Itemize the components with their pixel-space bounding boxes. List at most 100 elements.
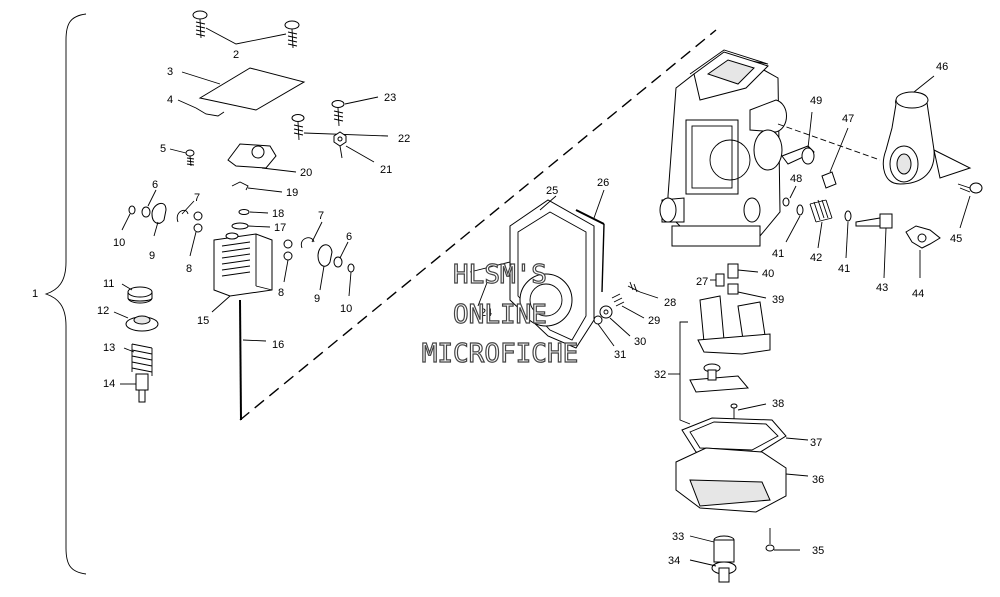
callout-26: 26 <box>597 177 609 189</box>
screw-part-5 <box>169 148 195 167</box>
watermark-line-2: ONLINE <box>453 300 547 330</box>
callout-18: 18 <box>272 208 284 220</box>
nut-part-11 <box>121 283 153 304</box>
callout-12: 12 <box>97 305 109 317</box>
washer-part-10b <box>347 263 355 297</box>
callout-32: 32 <box>654 369 666 381</box>
drain-part-33 <box>689 535 735 563</box>
washer-part-41b <box>844 210 852 259</box>
carburetor-body <box>659 49 881 247</box>
oring-part-31 <box>593 315 615 347</box>
callout-34: 34 <box>668 555 680 567</box>
callout-labels: 1 2 3 4 5 6 7 8 9 10 11 12 13 14 15 16 1… <box>32 49 962 567</box>
callout-48: 48 <box>790 173 802 185</box>
callout-6a: 6 <box>152 179 158 191</box>
callout-13: 13 <box>103 342 115 354</box>
callout-46: 46 <box>936 61 948 73</box>
drain-part-34 <box>689 559 737 583</box>
needle-part-16 <box>239 299 267 421</box>
plate-part-9a <box>151 202 167 237</box>
screw-part-28 <box>627 281 659 299</box>
callout-9a: 9 <box>149 250 155 262</box>
callout-49: 49 <box>810 95 822 107</box>
cover-part-25 <box>509 195 595 349</box>
callout-2: 2 <box>233 49 239 61</box>
jet-part-39 <box>727 283 767 299</box>
callout-39: 39 <box>772 294 784 306</box>
callout-27: 27 <box>696 276 708 288</box>
callout-21: 21 <box>380 164 392 176</box>
bowl-part-36 <box>675 447 809 513</box>
washer-part-6a <box>141 189 157 218</box>
bracket-part-20 <box>227 143 297 173</box>
callout-41b: 41 <box>838 263 850 275</box>
callout-17: 17 <box>274 222 286 234</box>
callout-19: 19 <box>286 187 298 199</box>
screw-part-2b <box>284 20 300 49</box>
gasket-part-26 <box>575 189 605 293</box>
jet-part-14 <box>120 373 149 403</box>
callout-8a: 8 <box>186 263 192 275</box>
clip-part-19 <box>231 181 283 193</box>
washer-part-10a <box>121 205 136 231</box>
watermark-line-1: HLSM'S <box>453 260 547 290</box>
screw-part-45 <box>957 182 983 229</box>
callout-29: 29 <box>648 315 660 327</box>
watermark: HLSM'S ONLINE MICROFICHE <box>421 259 579 369</box>
callout-35: 35 <box>812 545 824 557</box>
oring-part-48 <box>782 185 797 207</box>
plunger-part-43 <box>855 213 893 279</box>
knob-part-44 <box>905 225 941 278</box>
circlip-part-7b <box>300 221 323 249</box>
callout-42: 42 <box>810 252 822 264</box>
gasket-part-37 <box>681 417 809 457</box>
screw-part-38 <box>730 403 767 420</box>
screw-part-35 <box>765 528 800 552</box>
callout-4: 4 <box>167 94 173 106</box>
callout-23: 23 <box>384 92 396 104</box>
circlip-part-7a <box>176 200 195 223</box>
callout-28: 28 <box>664 297 676 309</box>
callout-14: 14 <box>103 378 115 390</box>
callout-25: 25 <box>546 185 558 197</box>
dashed-divider <box>239 29 717 421</box>
callout-10a: 10 <box>113 237 125 249</box>
callout-7a: 7 <box>194 192 200 204</box>
assembly-bracket <box>44 13 87 575</box>
jet-part-40 <box>727 263 759 279</box>
callout-37: 37 <box>810 437 822 449</box>
spring-part-42 <box>809 199 833 249</box>
oring-part-17 <box>231 222 271 230</box>
callout-43: 43 <box>876 282 888 294</box>
callout-36: 36 <box>812 474 824 486</box>
oring-part-18 <box>238 209 269 215</box>
fitting-part-49 <box>781 111 815 165</box>
screw-part-23 <box>331 96 379 127</box>
callout-8b: 8 <box>278 287 284 299</box>
jet-part-27 <box>710 273 725 287</box>
cap-part-47 <box>821 127 849 189</box>
washer-part-30 <box>599 305 631 337</box>
callout-40: 40 <box>762 268 774 280</box>
callout-6b: 6 <box>346 231 352 243</box>
callout-1: 1 <box>32 288 38 300</box>
screw-part-2a <box>192 10 208 39</box>
callout-11: 11 <box>103 278 114 290</box>
nut-part-21 <box>333 131 375 163</box>
screw-part-22 <box>291 114 389 141</box>
plate-part-9b <box>317 244 333 291</box>
washer-part-6b <box>333 241 349 268</box>
callout-15: 15 <box>197 315 209 327</box>
callout-3: 3 <box>167 66 173 78</box>
callout-7b: 7 <box>318 210 324 222</box>
callout-47: 47 <box>842 113 854 125</box>
callout-5: 5 <box>160 143 166 155</box>
callout-41a: 41 <box>772 248 784 260</box>
callout-38: 38 <box>772 398 784 410</box>
floats-part-32 <box>668 295 771 425</box>
callout-10b: 10 <box>340 303 352 315</box>
callout-16: 16 <box>272 339 284 351</box>
callout-31: 31 <box>614 349 626 361</box>
choke-housing-part-46 <box>882 75 972 185</box>
